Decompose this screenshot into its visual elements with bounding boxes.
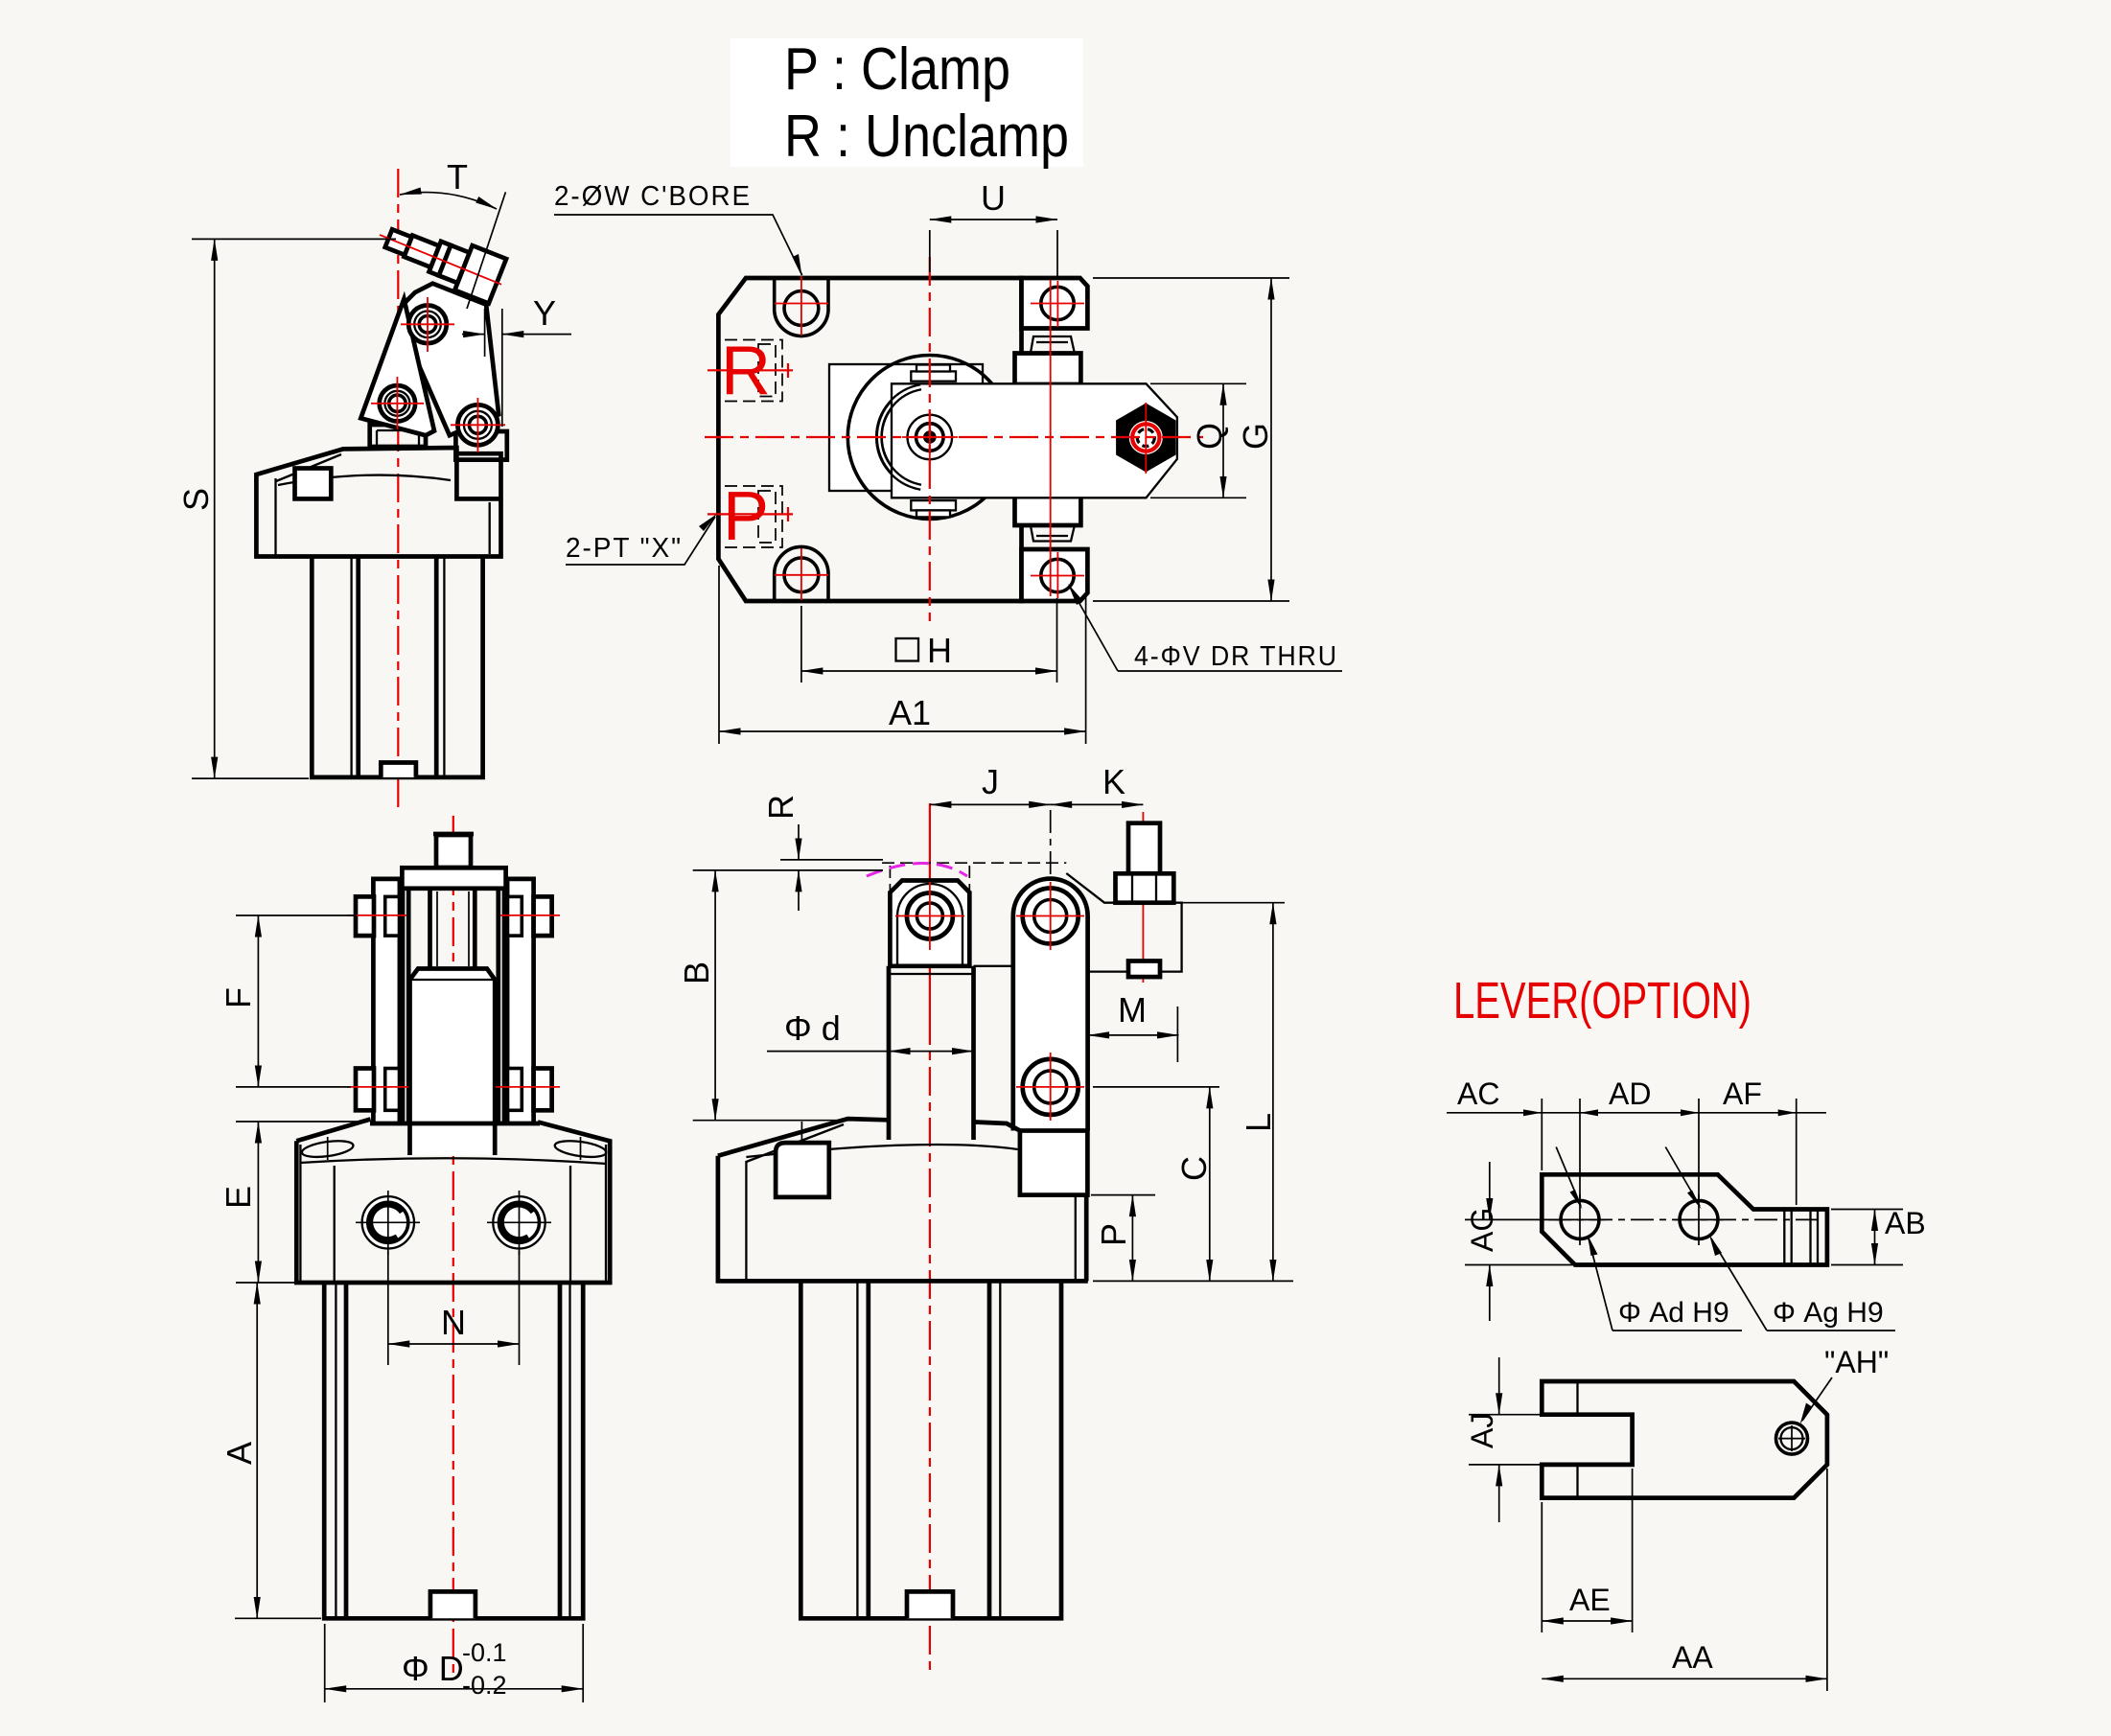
svg-text:A: A: [220, 1442, 259, 1465]
svg-text:B: B: [677, 961, 716, 984]
svg-text:2-ØW C'BORE: 2-ØW C'BORE: [554, 181, 752, 212]
svg-text:AB: AB: [1885, 1206, 1926, 1240]
svg-text:C: C: [1174, 1156, 1214, 1181]
svg-text:AF: AF: [1723, 1076, 1762, 1111]
svg-text:G: G: [1236, 423, 1275, 450]
svg-text:U: U: [981, 178, 1006, 218]
svg-text:Q: Q: [1190, 423, 1229, 450]
svg-text:LEVER(OPTION): LEVER(OPTION): [1453, 972, 1751, 1030]
svg-text:Y: Y: [533, 293, 556, 333]
svg-text:E: E: [219, 1186, 258, 1209]
svg-text:AD: AD: [1609, 1076, 1651, 1111]
svg-text:-0.1: -0.1: [462, 1638, 507, 1667]
svg-text:-0.2: -0.2: [462, 1671, 507, 1700]
svg-text:AJ: AJ: [1465, 1413, 1499, 1448]
svg-text:N: N: [441, 1303, 466, 1342]
svg-text:H: H: [927, 631, 952, 670]
svg-text:A1: A1: [889, 693, 931, 732]
svg-text:Φ Ad H9: Φ Ad H9: [1618, 1297, 1729, 1329]
svg-text:Φ D: Φ D: [402, 1649, 464, 1688]
svg-text:T: T: [447, 157, 468, 197]
svg-text:P : Clamp: P : Clamp: [784, 36, 1010, 103]
svg-text:R : Unclamp: R : Unclamp: [784, 104, 1069, 170]
svg-text:4-ΦV DR THRU: 4-ΦV DR THRU: [1134, 641, 1338, 672]
svg-text:AG: AG: [1465, 1208, 1499, 1252]
svg-text:K: K: [1102, 762, 1125, 801]
svg-text:Φ d: Φ d: [784, 1008, 841, 1048]
svg-text:AC: AC: [1457, 1076, 1499, 1111]
svg-text:2-PT "X": 2-PT "X": [566, 533, 683, 564]
svg-text:J: J: [982, 762, 999, 801]
svg-text:R: R: [761, 795, 800, 820]
svg-text:L: L: [1239, 1113, 1278, 1132]
svg-text:AA: AA: [1672, 1640, 1713, 1675]
svg-text:P: P: [1094, 1223, 1133, 1246]
svg-text:"AH": "AH": [1824, 1345, 1889, 1379]
svg-text:Φ Ag H9: Φ Ag H9: [1773, 1297, 1884, 1329]
svg-text:S: S: [176, 488, 216, 511]
svg-text:F: F: [219, 987, 258, 1008]
svg-text:P: P: [723, 478, 769, 555]
svg-text:M: M: [1118, 990, 1147, 1030]
svg-text:AE: AE: [1569, 1583, 1611, 1617]
